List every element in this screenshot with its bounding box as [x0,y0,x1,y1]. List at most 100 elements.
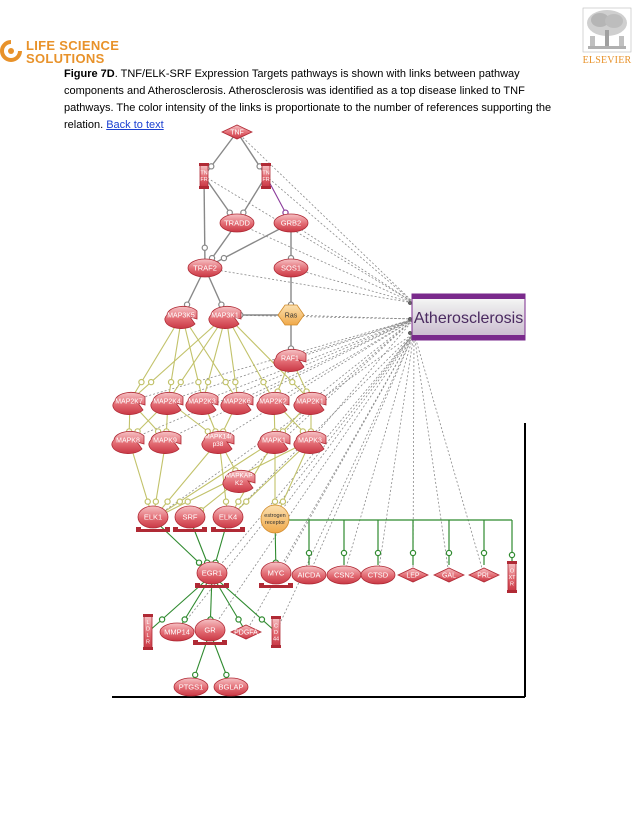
edge-mapk14-elk1 [152,439,220,520]
node-sos1[interactable]: SOS1 [273,258,309,278]
edge-marker-mapk1-esr [271,498,279,505]
edge-marker-tnf-tnfr1 [208,163,215,170]
node-mapk8[interactable]: MAPK8 [111,430,145,454]
node-map3k5[interactable]: MAP3K5 [164,305,198,329]
node-label-map2k3: MAP2K3 [188,398,216,405]
node-gr[interactable]: GR [193,618,227,645]
node-cap-tnfr2 [261,163,271,166]
edge-marker-mapk9-elk1 [152,498,160,505]
node-bracket-elk4 [211,527,245,532]
node-label-tnfr1-1: FR [200,177,207,183]
node-ras[interactable]: Ras [277,304,305,326]
node-label-map2k6: MAP2K6 [223,398,251,405]
disease-link-map3k1 [225,314,415,320]
node-map2k4[interactable]: MAP2K4 [150,391,184,415]
disease-link-grb2 [290,222,415,304]
disease-link-gal [413,332,450,576]
disease-link-prl [413,332,485,576]
node-shape-pdgfa [230,624,262,640]
node-tradd[interactable]: TRADD [219,213,255,233]
node-bglap[interactable]: BGLAP [213,677,249,697]
edge-map3k1-map2k7 [129,314,227,402]
node-label-map3k1: MAP3K1 [211,312,239,319]
node-label-tnfr1-0: TN [200,171,207,177]
node-shape-esr [260,504,290,534]
logo-mark-icon [0,40,22,62]
node-myc[interactable]: MYC [259,561,293,588]
back-to-text-link[interactable]: Back to text [106,119,164,131]
node-lep[interactable]: LEP [397,567,429,583]
node-base-ldlr [143,647,153,650]
node-map2k3[interactable]: MAP2K3 [185,391,219,415]
node-shape-mapk3 [293,430,327,454]
node-srf[interactable]: SRF [173,505,207,532]
edge-marker-tnfr1-traf2 [201,244,208,251]
logo-text-line1: LIFE SCIENCE [26,38,120,53]
node-tnf[interactable]: TNF [221,124,253,140]
node-label-cd44-1: D [274,630,278,636]
node-label-srf: SRF [183,513,198,522]
disease-link-map2k2 [273,318,415,402]
node-mmp14[interactable]: MMP14 [159,622,195,642]
disease-link-sos1 [290,267,415,304]
node-map2k6[interactable]: MAP2K6 [220,391,254,415]
node-cap-cd44 [271,616,281,619]
disease-link-mapkapk2 [239,318,415,480]
node-shape-gr [194,618,226,642]
esr-marker-ctsd [374,549,382,557]
disease-link-ctsd [377,332,415,576]
node-gal[interactable]: GAL [433,567,465,583]
disease-link-gr [209,332,415,633]
node-cap-ldlr [143,614,153,617]
node-elk4[interactable]: ELK4 [211,505,245,532]
node-label-map2k2: MAP2K2 [259,398,287,405]
node-grb2[interactable]: GRB2 [273,213,309,233]
node-mapk1[interactable]: MAPK1 [257,430,291,454]
node-shape-egr1 [196,561,228,585]
node-label-tnf: TNF [230,129,244,136]
node-traf2[interactable]: TRAF2 [187,258,223,278]
node-map2k7[interactable]: MAP2K7 [112,391,146,415]
node-aicda[interactable]: AICDA [291,565,327,585]
node-shape-map3k5 [164,305,198,329]
diagram-frame [112,423,526,698]
node-shape-ptgs1 [173,677,209,697]
node-egr1[interactable]: EGR1 [195,561,229,588]
node-base-oxtr [507,590,517,593]
node-mapk3[interactable]: MAPK3 [293,430,327,454]
node-shape-map2k6 [220,391,254,415]
node-shape-mapk8 [111,430,145,454]
node-pdgfa[interactable]: PDGFA [230,624,262,640]
node-label-elk4: ELK4 [219,513,237,522]
node-mapk9[interactable]: MAPK9 [148,430,182,454]
node-label-map2k1: MAP2K1 [296,398,324,405]
node-elk1[interactable]: ELK1 [136,505,170,532]
node-label-tnfr2-0: TN [262,171,269,177]
node-prl[interactable]: PRL [468,567,500,583]
node-ctsd[interactable]: CTSD [360,565,396,585]
node-shape-map2k4 [150,391,184,415]
edge-marker-map3k1-map2k2 [260,378,267,386]
node-mapk14[interactable]: MAPK14/p38 [201,430,235,454]
edge-egr1-mmp14 [176,574,213,633]
disease-link-tnf [236,131,415,304]
node-map2k1[interactable]: MAP2K1 [293,391,327,415]
node-raf1[interactable]: RAF1 [273,348,307,372]
esr-marker-csn2 [340,549,348,557]
disease-node-atherosclerosis[interactable]: Atherosclerosis [411,293,526,341]
node-ptgs1[interactable]: PTGS1 [173,677,209,697]
node-shape-traf2 [187,258,223,278]
node-map3k1[interactable]: MAP3K1 [208,305,242,329]
node-bracket-elk1 [136,527,170,532]
node-label-esr-0: estrogen [264,513,285,519]
node-map2k2[interactable]: MAP2K2 [256,391,290,415]
node-csn2[interactable]: CSN2 [326,565,362,585]
